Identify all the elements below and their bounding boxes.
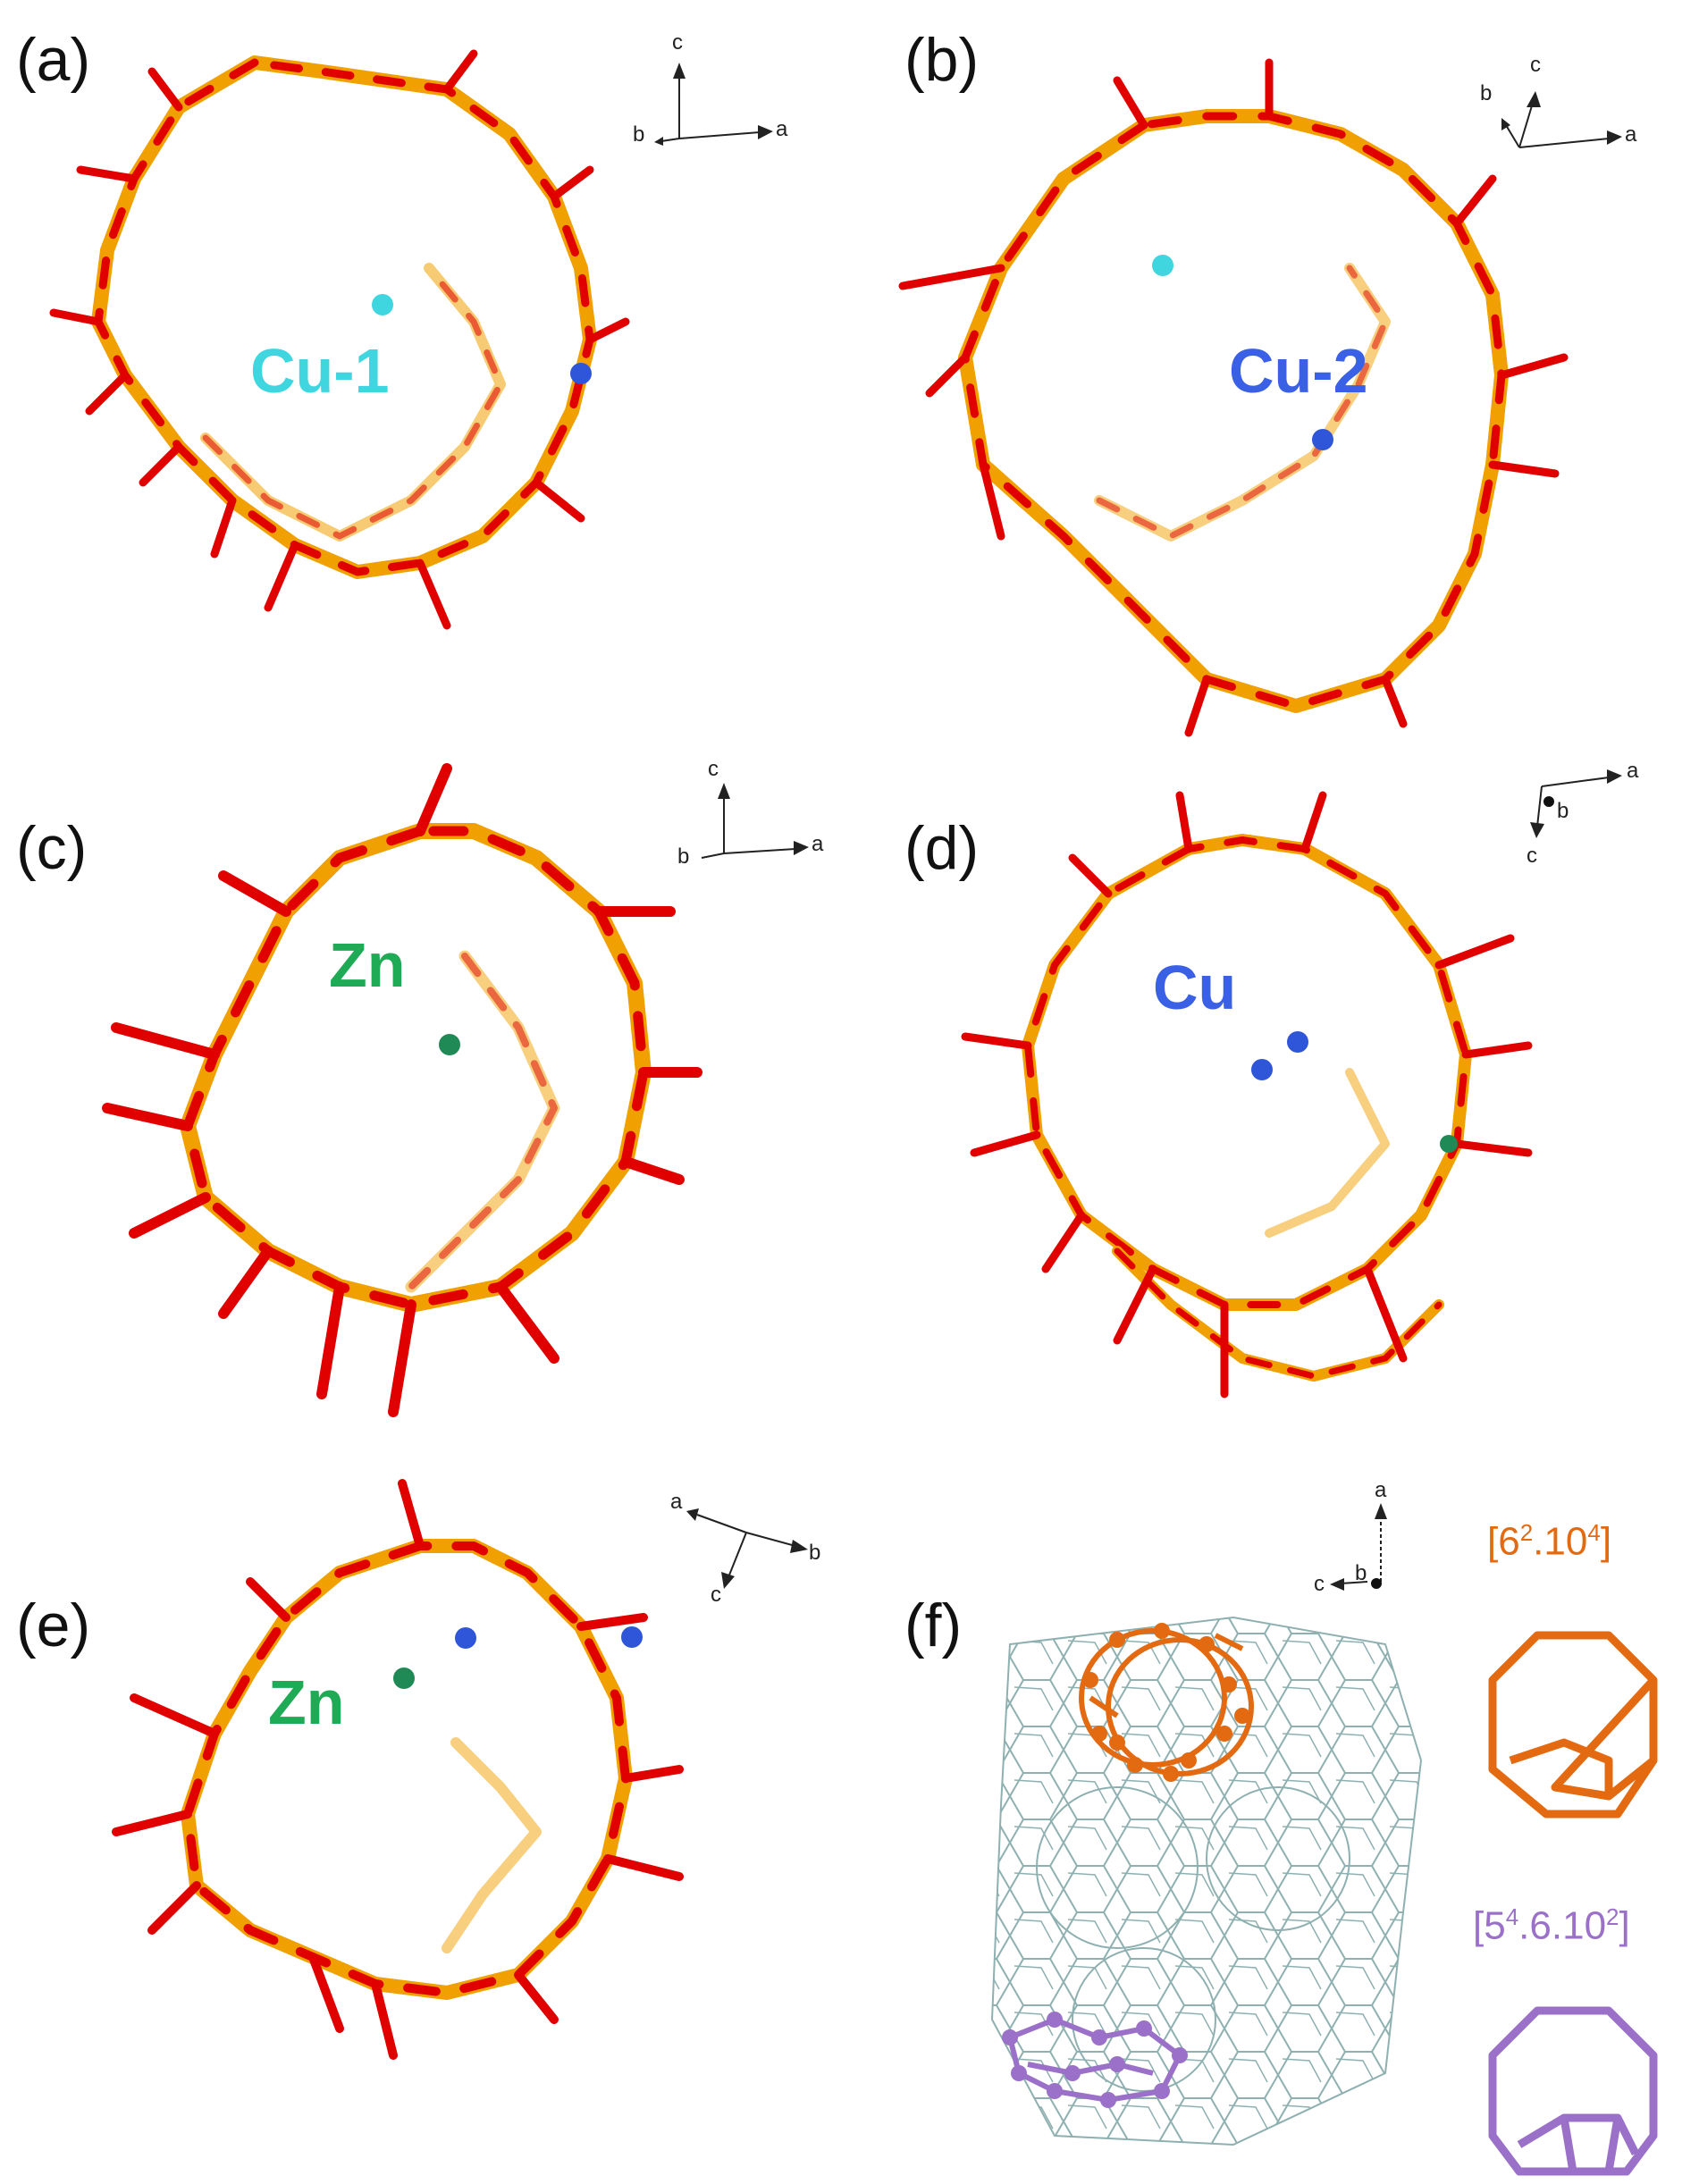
cage-54-6-102-formula: [54.6.102] xyxy=(1473,1903,1630,1948)
panel-f: (f) xyxy=(849,1448,1699,2184)
panel-d: (d) Cu a b c xyxy=(849,733,1699,1448)
cage-62-104-in-network xyxy=(1079,1628,1254,1777)
panel-d-structure xyxy=(961,791,1533,1399)
panel-e-label: (e) xyxy=(16,1592,91,1659)
framework-network xyxy=(990,1616,1423,2146)
axis-b-label: b xyxy=(1355,1561,1367,1585)
axis-b-label: b xyxy=(1557,799,1569,823)
cu1-site-label: Cu-1 xyxy=(250,336,390,406)
panel-a: (a) Cu-1 c b a xyxy=(0,0,849,715)
axis-b-label: b xyxy=(809,1541,820,1565)
panel-c: (c) Zn c b a xyxy=(0,733,849,1448)
zn-site-label: Zn xyxy=(329,930,406,1000)
panel-c-axes: c b a xyxy=(677,757,824,869)
panel-b-structure xyxy=(898,58,1569,737)
zn-site-label: Zn xyxy=(268,1667,345,1737)
panel-f-label: (f) xyxy=(904,1592,963,1659)
panel-e: (e) Zn a b c xyxy=(0,1448,849,2184)
axis-b-label: b xyxy=(633,122,644,147)
axis-c-label: c xyxy=(1527,844,1537,868)
cage-62-104-icon xyxy=(1488,1631,1658,1819)
panel-b-label: (b) xyxy=(904,26,980,94)
cage-62-104-formula: [62.104] xyxy=(1487,1519,1612,1564)
panel-a-axes: c b a xyxy=(633,30,788,147)
panel-d-axes: a b c xyxy=(1527,759,1639,868)
panel-a-structure xyxy=(49,49,630,630)
panel-e-structure xyxy=(112,1479,684,2060)
panel-f-axes: a b c xyxy=(1314,1478,1387,1596)
axis-b-label: b xyxy=(1480,81,1492,105)
cage-54-6-102-icon xyxy=(1488,2006,1658,2176)
axis-a-label: a xyxy=(776,117,788,141)
cu2-site-label: Cu-2 xyxy=(1229,336,1368,406)
panel-c-structure xyxy=(102,763,702,1417)
axis-c-label: c xyxy=(1314,1572,1325,1596)
axis-a-label: a xyxy=(1625,122,1637,147)
cage-54-6-102-in-network xyxy=(1006,2016,1183,2104)
axis-a-label: a xyxy=(812,832,824,856)
axis-c-label: c xyxy=(711,1583,721,1607)
axis-c-label: c xyxy=(1530,53,1541,77)
panel-b-axes: c b a xyxy=(1480,53,1637,148)
axis-a-label: a xyxy=(1375,1478,1387,1502)
panel-e-axes: a b c xyxy=(670,1490,820,1607)
axis-c-label: c xyxy=(672,30,683,55)
axis-a-label: a xyxy=(670,1490,683,1514)
panel-d-label: (d) xyxy=(904,814,980,882)
panel-a-label: (a) xyxy=(16,26,91,94)
panel-c-label: (c) xyxy=(16,814,88,882)
axis-c-label: c xyxy=(708,757,719,781)
cu-site-label: Cu xyxy=(1153,953,1237,1022)
panel-b: (b) Cu-2 c b a xyxy=(849,0,1699,760)
axis-a-label: a xyxy=(1627,759,1639,783)
axis-b-label: b xyxy=(677,844,689,869)
